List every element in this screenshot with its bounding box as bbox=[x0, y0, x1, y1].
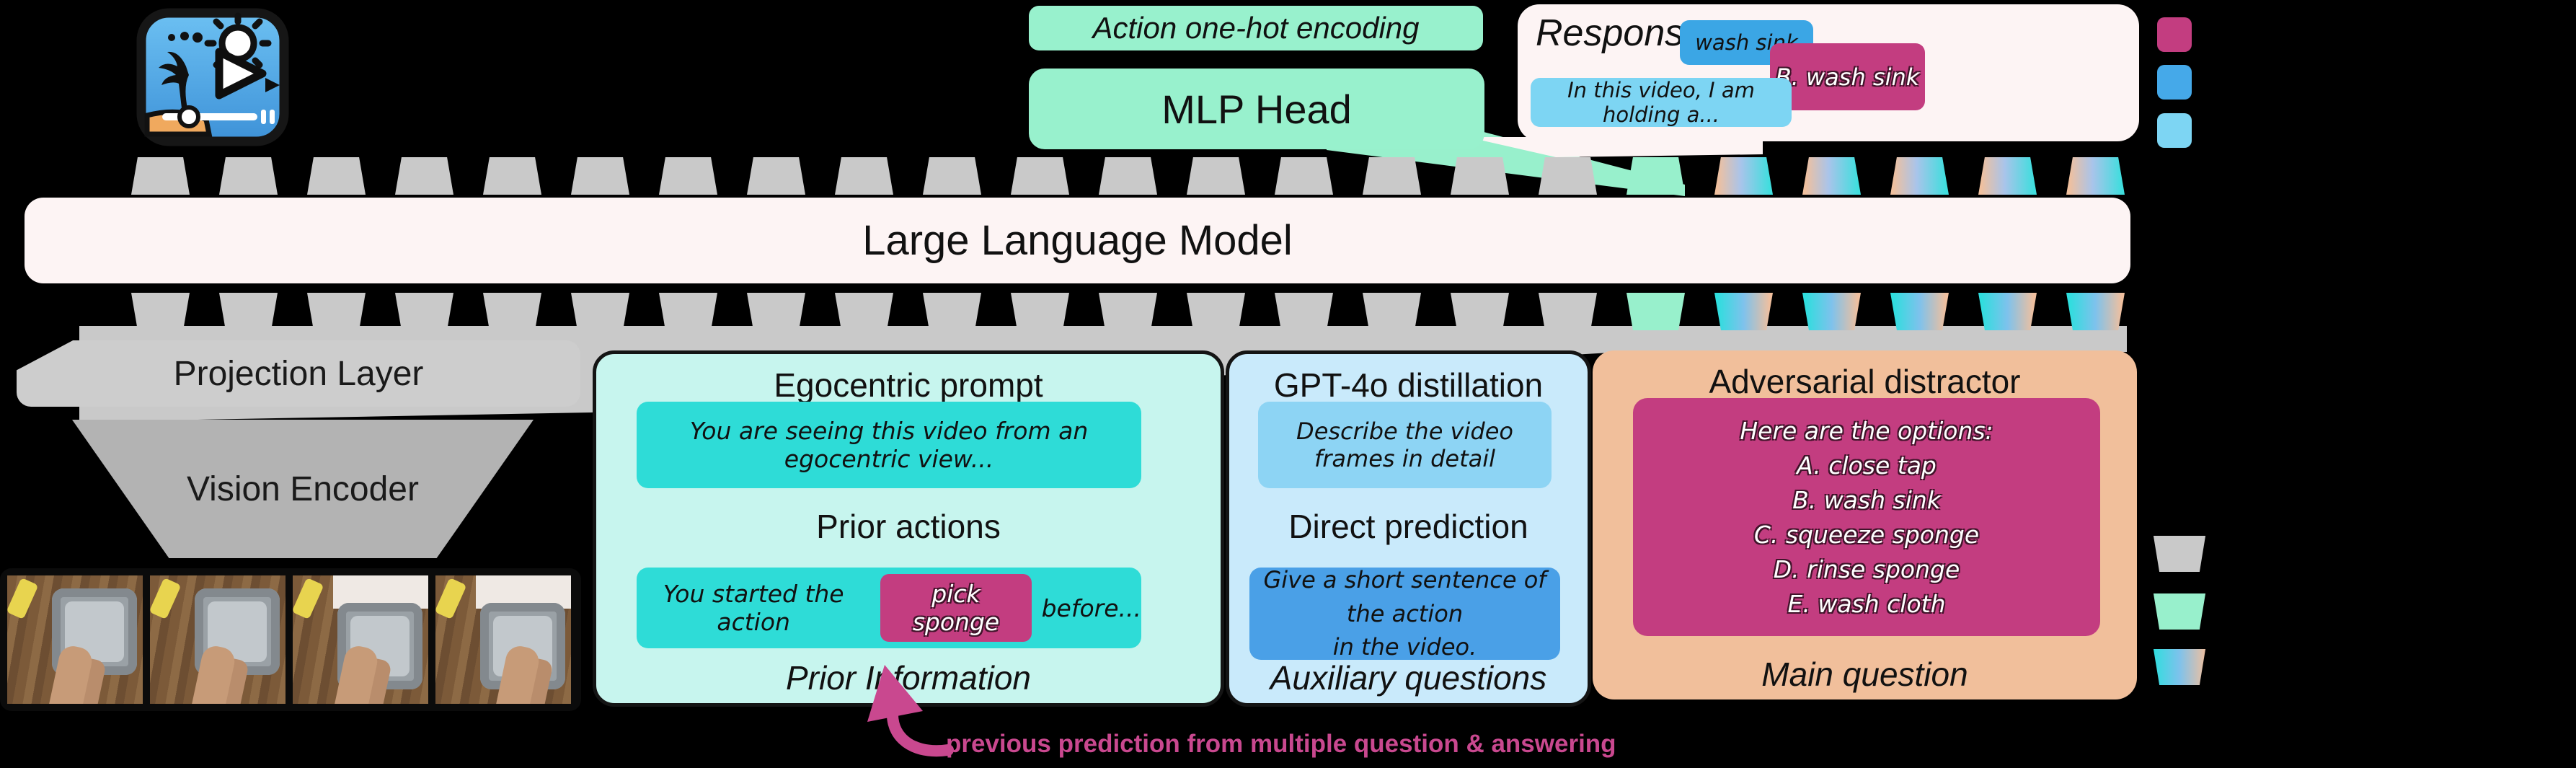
token bbox=[1099, 157, 1157, 195]
token bbox=[307, 293, 366, 330]
token bbox=[923, 157, 981, 195]
token bbox=[1890, 293, 1949, 330]
token bbox=[571, 157, 629, 195]
prior-information-label: Prior Information bbox=[785, 659, 1031, 697]
video-frame-3 bbox=[293, 575, 428, 704]
token bbox=[395, 293, 453, 330]
answer-choice-token-legend-swatch bbox=[2157, 17, 2192, 52]
gpt4o-prompt-text: Describe the video frames in detail bbox=[1258, 402, 1552, 488]
token bbox=[1539, 293, 1597, 330]
token bbox=[747, 157, 805, 195]
token bbox=[1363, 293, 1421, 330]
pick-sponge-chip: pick sponge bbox=[880, 574, 1032, 642]
annotation-caption: previous prediction from multiple questi… bbox=[946, 730, 1616, 758]
token bbox=[1714, 293, 1773, 330]
token bbox=[219, 293, 278, 330]
token bbox=[1626, 157, 1685, 195]
direct-prediction-line1: Give a short sentence of the action bbox=[1263, 566, 1546, 627]
vision-encoder-trapezoid: Vision Encoder bbox=[72, 420, 534, 558]
token bbox=[659, 157, 717, 195]
action-one-hot-encoding-box: Action one-hot encoding bbox=[1029, 6, 1483, 50]
token bbox=[571, 293, 629, 330]
prior-actions-title: Prior actions bbox=[816, 508, 1001, 545]
main-question-label: Main question bbox=[1761, 656, 1968, 693]
gpt4o-distillation-title: GPT-4o distillation bbox=[1273, 366, 1544, 404]
prior-action-suffix: before... bbox=[1041, 593, 1141, 622]
option-e: E. wash cloth bbox=[1787, 589, 1946, 618]
options-header: Here are the options: bbox=[1740, 416, 1993, 445]
response-title: Response bbox=[1536, 12, 1705, 54]
video-player-icon bbox=[136, 8, 289, 146]
token bbox=[1539, 157, 1597, 195]
text-prompt-token-legend-swatch bbox=[2153, 649, 2206, 685]
prior-actions-text: You started the action pick sponge befor… bbox=[637, 568, 1141, 648]
token bbox=[219, 157, 278, 195]
option-d: D. rinse sponge bbox=[1773, 555, 1960, 583]
curved-arrow bbox=[887, 698, 954, 757]
video-frame-4 bbox=[435, 575, 571, 704]
token bbox=[2066, 293, 2125, 330]
token bbox=[2066, 157, 2125, 195]
token bbox=[1011, 157, 1069, 195]
token bbox=[1978, 157, 2037, 195]
token bbox=[1802, 157, 1861, 195]
token bbox=[395, 157, 453, 195]
direct-prediction-line2: in the video. bbox=[1332, 633, 1477, 661]
token bbox=[1890, 157, 1949, 195]
egocentric-prompt-title: Egocentric prompt bbox=[774, 366, 1043, 404]
mlp-head-box: MLP Head bbox=[1029, 69, 1484, 149]
direct-prediction-text: Give a short sentence of the action in t… bbox=[1249, 566, 1560, 661]
action-token-legend-swatch bbox=[2157, 65, 2192, 100]
token bbox=[1451, 293, 1509, 330]
token bbox=[1451, 157, 1509, 195]
video-frames-strip bbox=[0, 568, 581, 711]
token bbox=[659, 293, 717, 330]
token bbox=[1275, 293, 1333, 330]
token bbox=[835, 157, 893, 195]
adversarial-distractor-title: Adversarial distractor bbox=[1709, 363, 2021, 400]
token bbox=[1626, 293, 1685, 330]
token bbox=[1275, 157, 1333, 195]
large-language-model-bar: Large Language Model bbox=[25, 198, 2130, 283]
video-frame-2 bbox=[150, 575, 286, 704]
token bbox=[923, 293, 981, 330]
response-action-chip: wash sink bbox=[1680, 20, 1813, 65]
options-list-box: Here are the options: A. close tap B. wa… bbox=[1633, 398, 2100, 636]
option-a: A. close tap bbox=[1797, 451, 1937, 480]
option-c: C. squeeze sponge bbox=[1753, 520, 1980, 549]
token bbox=[1802, 293, 1861, 330]
token bbox=[131, 157, 190, 195]
direct-prediction-title: Direct prediction bbox=[1288, 508, 1528, 545]
projection-layer-box: Projection Layer bbox=[17, 340, 580, 407]
egocentric-prompt-text: You are seeing this video from an egocen… bbox=[637, 402, 1141, 488]
main-question-panel: Adversarial distractor Here are the opti… bbox=[1593, 350, 2137, 699]
token bbox=[1187, 157, 1245, 195]
prior-action-prefix: You started the action bbox=[663, 580, 844, 636]
response-sentence-chip: In this video, I am holding a... bbox=[1531, 78, 1792, 127]
sentence-token-legend-swatch bbox=[2157, 113, 2192, 148]
token bbox=[1187, 293, 1245, 330]
token bbox=[131, 293, 190, 330]
visual-token-legend-swatch bbox=[2153, 536, 2206, 572]
token bbox=[747, 293, 805, 330]
auxiliary-questions-label: Auxiliary questions bbox=[1270, 659, 1547, 697]
action-encoding-token-legend-swatch bbox=[2153, 593, 2206, 630]
auxiliary-questions-panel: GPT-4o distillation Describe the video f… bbox=[1226, 350, 1591, 707]
token bbox=[835, 293, 893, 330]
option-b: B. wash sink bbox=[1792, 485, 1941, 514]
token bbox=[483, 157, 541, 195]
token bbox=[1714, 157, 1773, 195]
token bbox=[1363, 157, 1421, 195]
token bbox=[1978, 293, 2037, 330]
video-frame-1 bbox=[7, 575, 143, 704]
token bbox=[307, 157, 366, 195]
token bbox=[1011, 293, 1069, 330]
token bbox=[483, 293, 541, 330]
response-choice-chip: B. wash sink bbox=[1770, 43, 1925, 110]
token bbox=[1099, 293, 1157, 330]
prior-information-panel: Egocentric prompt You are seeing this vi… bbox=[593, 350, 1224, 707]
